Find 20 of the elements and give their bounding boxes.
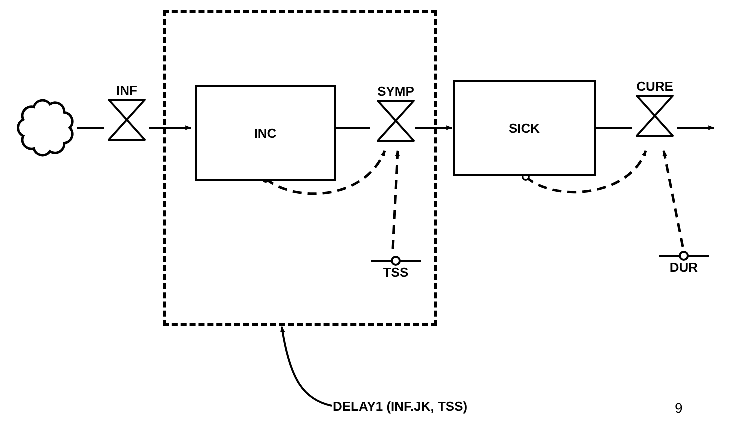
delay-group-boundary xyxy=(163,10,437,326)
page-number: 9 xyxy=(675,399,683,418)
information-link xyxy=(662,150,684,248)
node-label: DUR xyxy=(670,261,698,274)
flow-arrow xyxy=(149,126,192,130)
node-label: INF xyxy=(116,84,138,97)
node-label: DELAY1 (INF.JK, TSS) xyxy=(333,400,468,412)
node-label: SYMP xyxy=(378,85,414,98)
flow-arrow xyxy=(677,126,715,130)
stock-box xyxy=(453,80,596,176)
information-link xyxy=(522,150,648,194)
flow-arrow xyxy=(415,126,453,130)
leader-line xyxy=(280,326,332,407)
node-label: TSS xyxy=(383,266,409,279)
stock-box xyxy=(195,85,336,181)
information-link xyxy=(262,150,386,196)
node-label: INC xyxy=(254,126,277,140)
node-label: CURE xyxy=(636,80,674,93)
information-link xyxy=(392,150,400,250)
node-label: SICK xyxy=(508,122,540,134)
